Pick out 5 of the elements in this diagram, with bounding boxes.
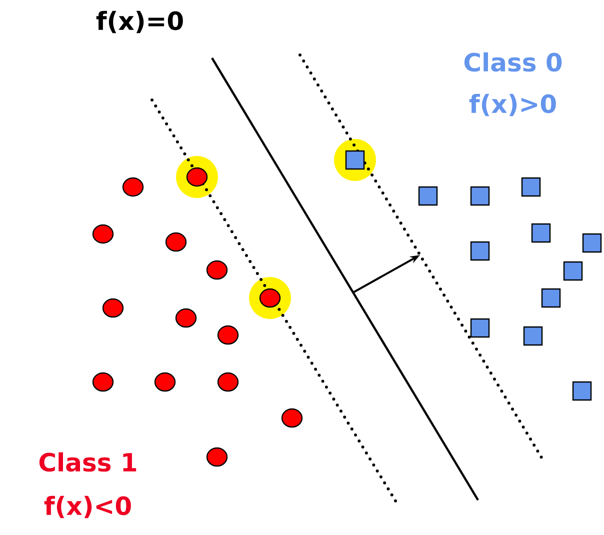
class-label: f(x)>0 [469,94,556,116]
class-label: f(x)<0 [44,496,131,518]
class-label: Class 0 [464,52,562,72]
class-label: Class 1 [39,452,136,472]
class-label: f(x)=0 [96,10,183,34]
